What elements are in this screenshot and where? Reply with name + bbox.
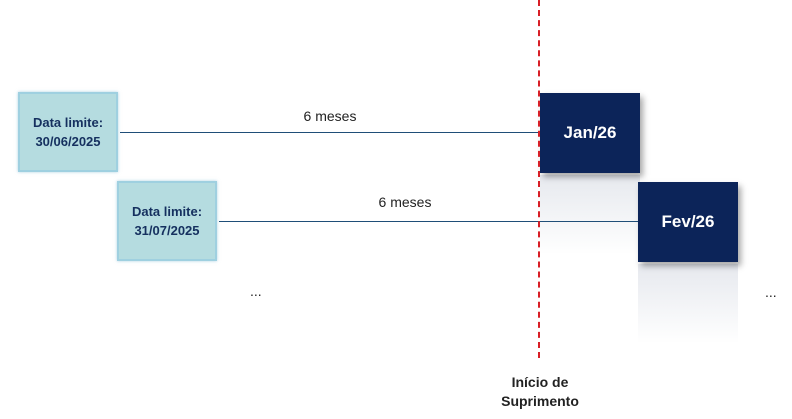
month-box-reflection-1	[540, 175, 640, 255]
deadline-date-2: 31/07/2025	[134, 223, 200, 238]
deadline-box-1: Data limite: 30/06/2025	[18, 92, 118, 172]
deadline-date-1: 30/06/2025	[35, 134, 101, 149]
continuation-ellipsis-right: ...	[765, 284, 777, 300]
deadline-box-2: Data limite: 31/07/2025	[117, 181, 217, 261]
deadline-label-1: Data limite:	[32, 115, 104, 130]
deadline-label-2: Data limite:	[131, 204, 203, 219]
connector-line-1	[120, 132, 540, 133]
month-box-reflection-2	[638, 264, 738, 344]
duration-label-2: 6 meses	[378, 194, 432, 210]
month-box-1: Jan/26	[540, 93, 640, 173]
supply-start-line	[538, 0, 540, 358]
continuation-ellipsis-left: ...	[250, 283, 262, 299]
month-box-2: Fev/26	[638, 182, 738, 262]
duration-label-1: 6 meses	[303, 108, 357, 124]
supply-start-label: Início de Suprimento	[501, 374, 579, 409]
connector-line-2	[219, 221, 639, 222]
